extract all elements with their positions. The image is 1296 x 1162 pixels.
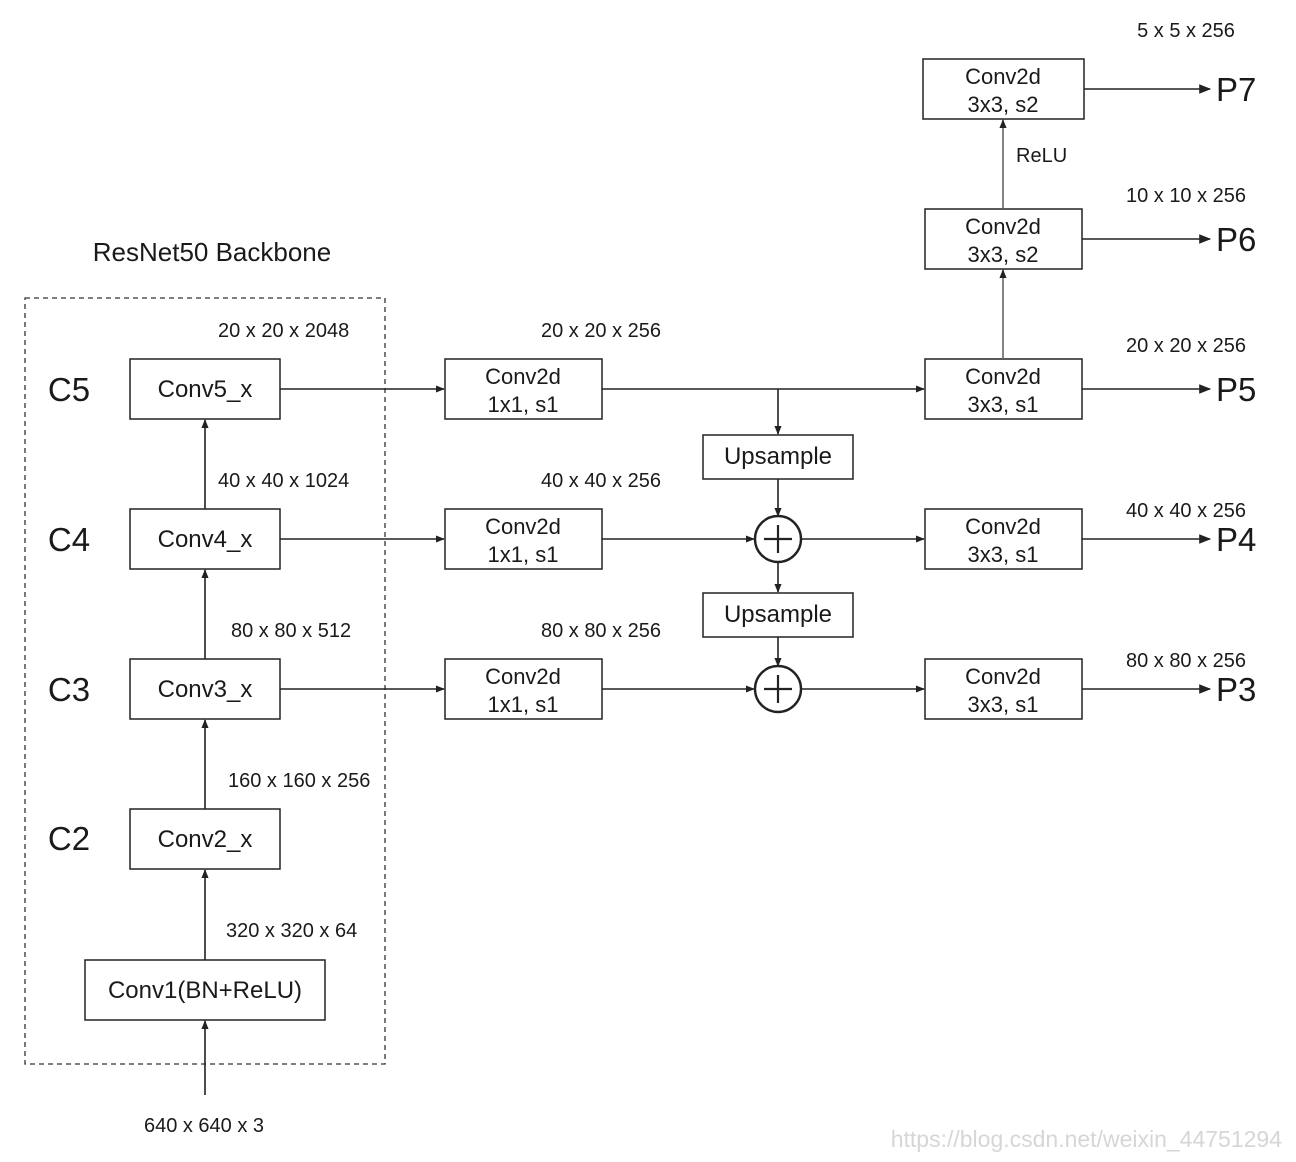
block-conv2: Conv2_x: [129, 808, 281, 870]
shape-after-conv1: 320 x 320 x 64: [226, 920, 357, 942]
fpn-conv-p3: Conv2d 3x3, s1: [924, 658, 1083, 720]
block-conv5: Conv5_x: [129, 358, 281, 420]
upsample-block-2-label: Upsample: [724, 601, 832, 628]
fpn-conv-p5: Conv2d 3x3, s1: [924, 358, 1083, 420]
lateral-shape-c4: 40 x 40 x 256: [541, 470, 661, 492]
block-conv1: Conv1(BN+ReLU): [84, 959, 326, 1021]
lateral-shape-c3: 80 x 80 x 256: [541, 620, 661, 642]
lateral-conv-c4: Conv2d 1x1, s1: [444, 508, 603, 570]
add-node-p4: [753, 514, 803, 564]
lateral-conv-c3: Conv2d 1x1, s1: [444, 658, 603, 720]
lateral-conv-c3-line1: Conv2d: [485, 664, 561, 689]
backbone-title: ResNet50 Backbone: [93, 237, 331, 267]
output-shape-p6: 10 x 10 x 256: [1126, 185, 1246, 207]
fpn-conv-p5-line1: Conv2d: [965, 364, 1041, 389]
extra-conv-p6-line1: Conv2d: [965, 214, 1041, 239]
fpn-conv-p5-line2: 3x3, s1: [968, 392, 1039, 417]
block-conv2-label: Conv2_x: [158, 826, 253, 853]
watermark-text: https://blog.csdn.net/weixin_44751294: [891, 1126, 1282, 1152]
stage-label-c5: C5: [48, 371, 90, 408]
output-shape-p5: 20 x 20 x 256: [1126, 335, 1246, 357]
upsample-block-1-label: Upsample: [724, 443, 832, 470]
block-conv3: Conv3_x: [129, 658, 281, 720]
lateral-conv-c5-line1: Conv2d: [485, 364, 561, 389]
lateral-conv-c5-line2: 1x1, s1: [488, 392, 559, 417]
block-conv1-label: Conv1(BN+ReLU): [108, 977, 302, 1004]
lateral-shape-c5: 20 x 20 x 256: [541, 320, 661, 342]
relu-label: ReLU: [1016, 145, 1067, 167]
shape-c3: 80 x 80 x 512: [231, 620, 351, 642]
fpn-conv-p4-line2: 3x3, s1: [968, 542, 1039, 567]
output-label-p6: P6: [1216, 221, 1256, 258]
fpn-conv-p3-line2: 3x3, s1: [968, 692, 1039, 717]
fpn-conv-p3-line1: Conv2d: [965, 664, 1041, 689]
output-label-p7: P7: [1216, 71, 1256, 108]
shape-c4: 40 x 40 x 1024: [218, 470, 349, 492]
output-shape-p7: 5 x 5 x 256: [1137, 20, 1235, 42]
output-label-p4: P4: [1216, 521, 1256, 558]
output-label-p3: P3: [1216, 671, 1256, 708]
extra-conv-p6: Conv2d 3x3, s2: [924, 208, 1083, 270]
fpn-conv-p4-line1: Conv2d: [965, 514, 1041, 539]
stage-label-c2: C2: [48, 820, 90, 857]
lateral-conv-c3-line2: 1x1, s1: [488, 692, 559, 717]
lateral-conv-c4-line1: Conv2d: [485, 514, 561, 539]
block-conv5-label: Conv5_x: [158, 376, 253, 403]
stage-label-c3: C3: [48, 671, 90, 708]
extra-conv-p7-line1: Conv2d: [965, 64, 1041, 89]
block-conv4-label: Conv4_x: [158, 526, 253, 553]
output-shape-p4: 40 x 40 x 256: [1126, 500, 1246, 522]
shape-c5: 20 x 20 x 2048: [218, 320, 349, 342]
output-shape-p3: 80 x 80 x 256: [1126, 650, 1246, 672]
output-label-p5: P5: [1216, 371, 1256, 408]
extra-conv-p6-line2: 3x3, s2: [968, 242, 1039, 267]
input-shape: 640 x 640 x 3: [144, 1115, 264, 1137]
shape-c2: 160 x 160 x 256: [228, 770, 370, 792]
lateral-conv-c5: Conv2d 1x1, s1: [444, 358, 603, 420]
block-conv4: Conv4_x: [129, 508, 281, 570]
add-node-p3: [753, 664, 803, 714]
lateral-conv-c4-line2: 1x1, s1: [488, 542, 559, 567]
stage-label-c4: C4: [48, 521, 90, 558]
fpn-conv-p4: Conv2d 3x3, s1: [924, 508, 1083, 570]
extra-conv-p7: Conv2d 3x3, s2: [922, 58, 1085, 120]
upsample-block-2: Upsample: [702, 592, 854, 638]
upsample-block-1: Upsample: [702, 434, 854, 480]
block-conv3-label: Conv3_x: [158, 676, 253, 703]
extra-conv-p7-line2: 3x3, s2: [968, 92, 1039, 117]
